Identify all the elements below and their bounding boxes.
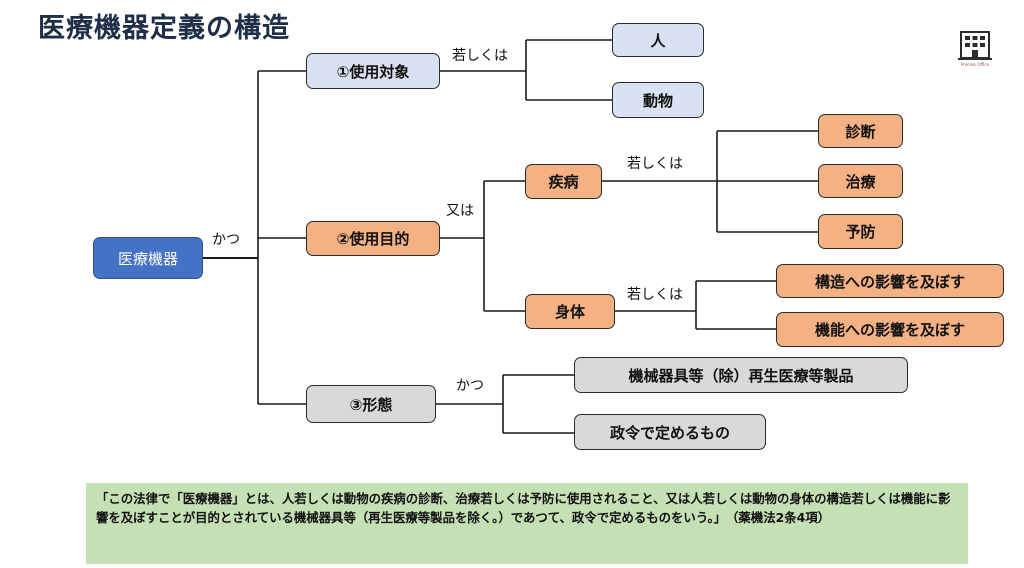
diagnosis-node: 診断 [818,114,903,148]
legal-definition-note: 「この法律で「医療機器」とは、人若しくは動物の疾病の診断、治療若しくは予防に使用… [86,483,968,564]
target-or-label: 若しくは [452,48,508,64]
function-node: 機能への影響を及ぼす [776,312,1004,347]
form-and-label: かつ [456,378,484,394]
treatment-node: 治療 [818,164,903,198]
logo-caption: Process Office [960,62,990,67]
purpose-or-label: 又は [446,203,474,219]
structure-node: 構造への影響を及ぼす [776,264,1004,298]
purpose-node: ②使用目的 [306,221,440,256]
root-node: 医療機器 [93,237,203,279]
decree-node: 政令で定めるもの [574,414,766,450]
disease-node: 疾病 [525,164,602,199]
disease-or-label: 若しくは [627,156,683,172]
prevention-node: 予防 [818,214,903,249]
animal-node: 動物 [612,82,704,118]
body-node: 身体 [525,294,615,329]
target-node: ①使用対象 [306,53,440,89]
machine-node: 機械器具等（除）再生医療等製品 [574,357,908,393]
root-and-label: かつ [212,232,240,248]
human-node: 人 [612,23,704,57]
body-or-label: 若しくは [627,287,683,303]
building-icon [958,28,992,64]
form-node: ③形態 [306,385,436,423]
page-title: 医療機器定義の構造 [38,13,290,44]
